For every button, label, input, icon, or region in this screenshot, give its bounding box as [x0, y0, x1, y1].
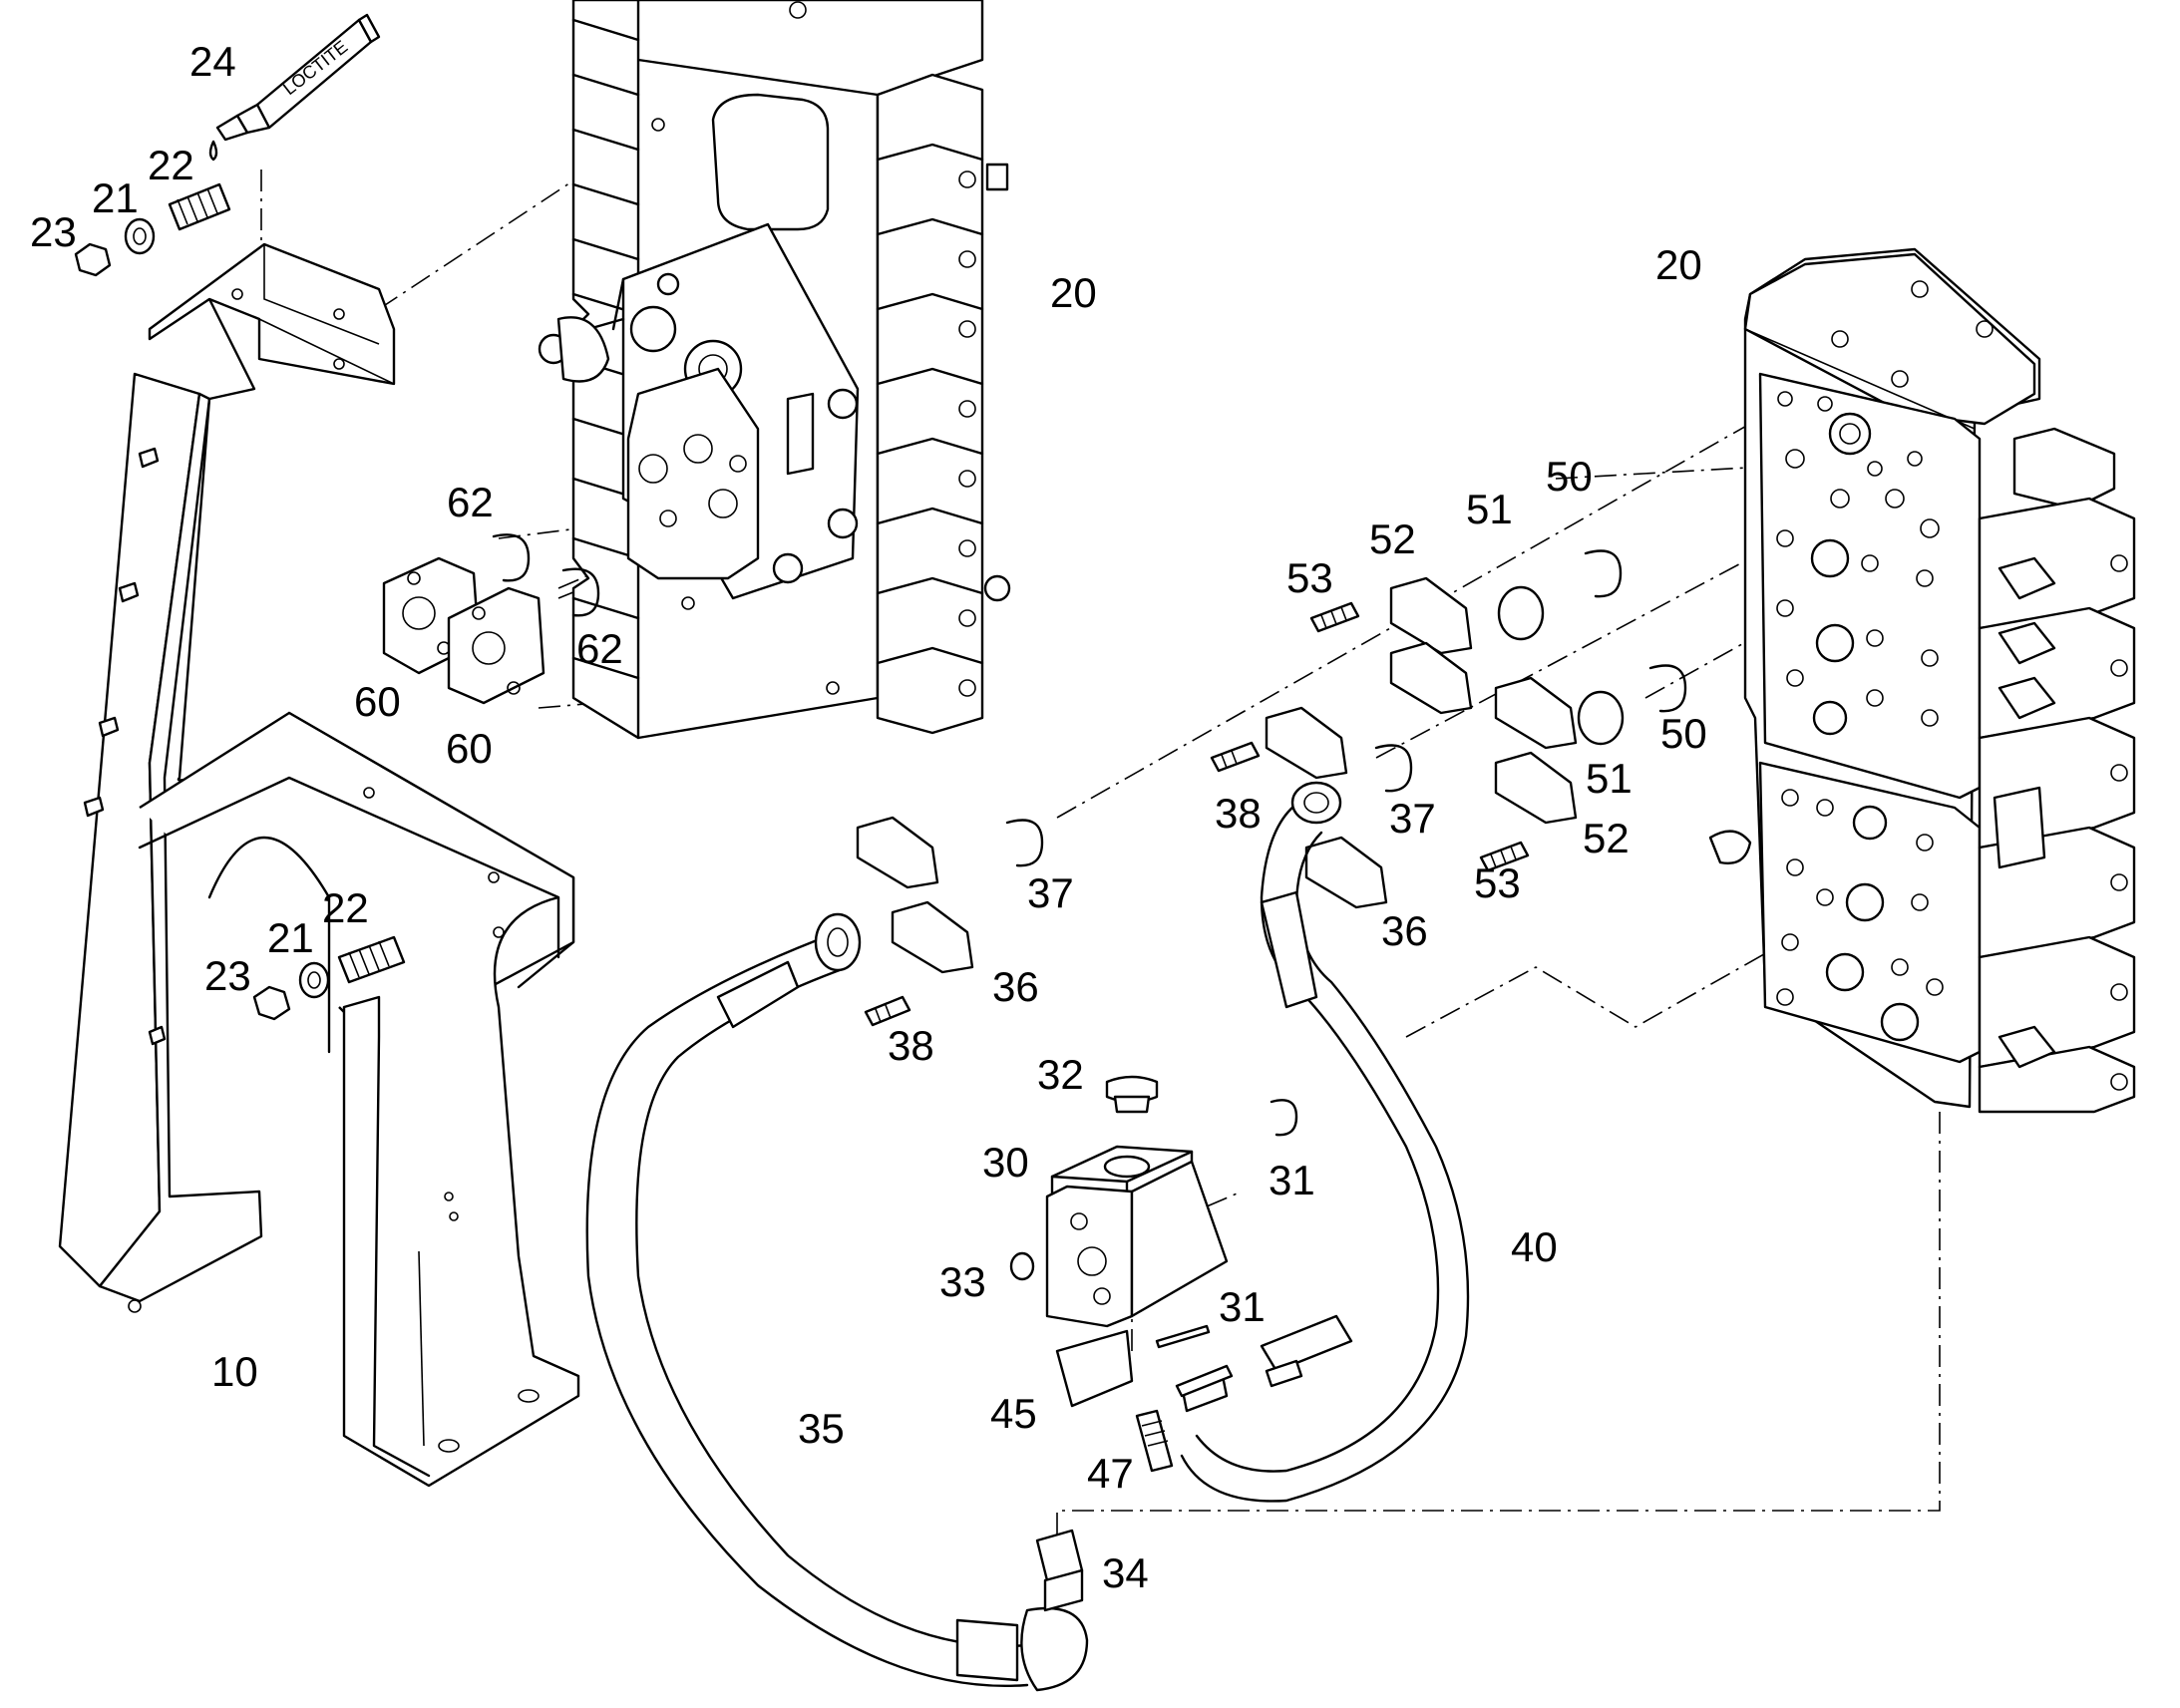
callout-51a: 51	[1466, 486, 1513, 532]
loctite-tube-part-24: LOCTITE	[208, 13, 381, 162]
callout-45: 45	[990, 1390, 1037, 1437]
callout-20a: 20	[1050, 269, 1097, 316]
control-valve-right-part-20	[1708, 247, 2136, 1114]
callout-60a: 60	[354, 678, 401, 725]
plugs-clamps-right	[1309, 549, 1687, 872]
hose-part-35	[585, 912, 1089, 1692]
callout-23a: 23	[30, 208, 77, 255]
callout-22a: 22	[148, 142, 194, 188]
flange-clamps	[856, 706, 1413, 1027]
callout-33: 33	[939, 1258, 986, 1305]
callout-38b: 38	[888, 1022, 934, 1069]
callout-50a: 50	[1546, 453, 1593, 500]
callout-23b: 23	[204, 952, 251, 999]
callout-30: 30	[982, 1139, 1029, 1186]
manifold-block-part-30	[1009, 1075, 1353, 1473]
callout-34: 34	[1102, 1549, 1149, 1596]
callout-52b: 52	[1583, 815, 1630, 861]
callout-62a: 62	[447, 479, 494, 525]
callout-37b: 37	[1027, 869, 1074, 916]
callout-36a: 36	[1381, 907, 1428, 954]
callout-62b: 62	[576, 625, 623, 672]
frame-bracket-part-10	[58, 242, 580, 1488]
callout-labels: 24 22 21 23 20 20 62 62 60 60 53 52 51 5…	[30, 38, 1707, 1596]
callout-36b: 36	[992, 963, 1039, 1010]
hose-part-40	[1180, 781, 1470, 1503]
callout-51b: 51	[1586, 755, 1633, 802]
callout-37a: 37	[1389, 795, 1436, 842]
callout-21a: 21	[92, 174, 139, 221]
callout-53b: 53	[1474, 859, 1521, 906]
callout-31a: 31	[1269, 1157, 1315, 1203]
stud-washer-nut-lower	[252, 935, 406, 1021]
callout-35: 35	[798, 1405, 845, 1452]
callout-53a: 53	[1286, 554, 1333, 601]
callout-38a: 38	[1215, 790, 1262, 837]
control-valve-left-part-20	[538, 0, 1011, 740]
callout-20b: 20	[1655, 241, 1702, 288]
callout-40: 40	[1511, 1223, 1558, 1270]
callout-47: 47	[1087, 1450, 1134, 1497]
callout-32: 32	[1037, 1051, 1084, 1098]
callout-31b: 31	[1219, 1283, 1266, 1330]
callout-52a: 52	[1369, 515, 1416, 562]
callout-60b: 60	[446, 725, 493, 772]
callout-22b: 22	[322, 884, 369, 931]
callout-24: 24	[189, 38, 236, 85]
callout-10: 10	[211, 1348, 258, 1395]
o-rings-flanges-left	[382, 533, 600, 705]
callout-21b: 21	[267, 914, 314, 961]
callout-50b: 50	[1660, 710, 1707, 757]
stud-washer-nut-top	[74, 182, 231, 277]
